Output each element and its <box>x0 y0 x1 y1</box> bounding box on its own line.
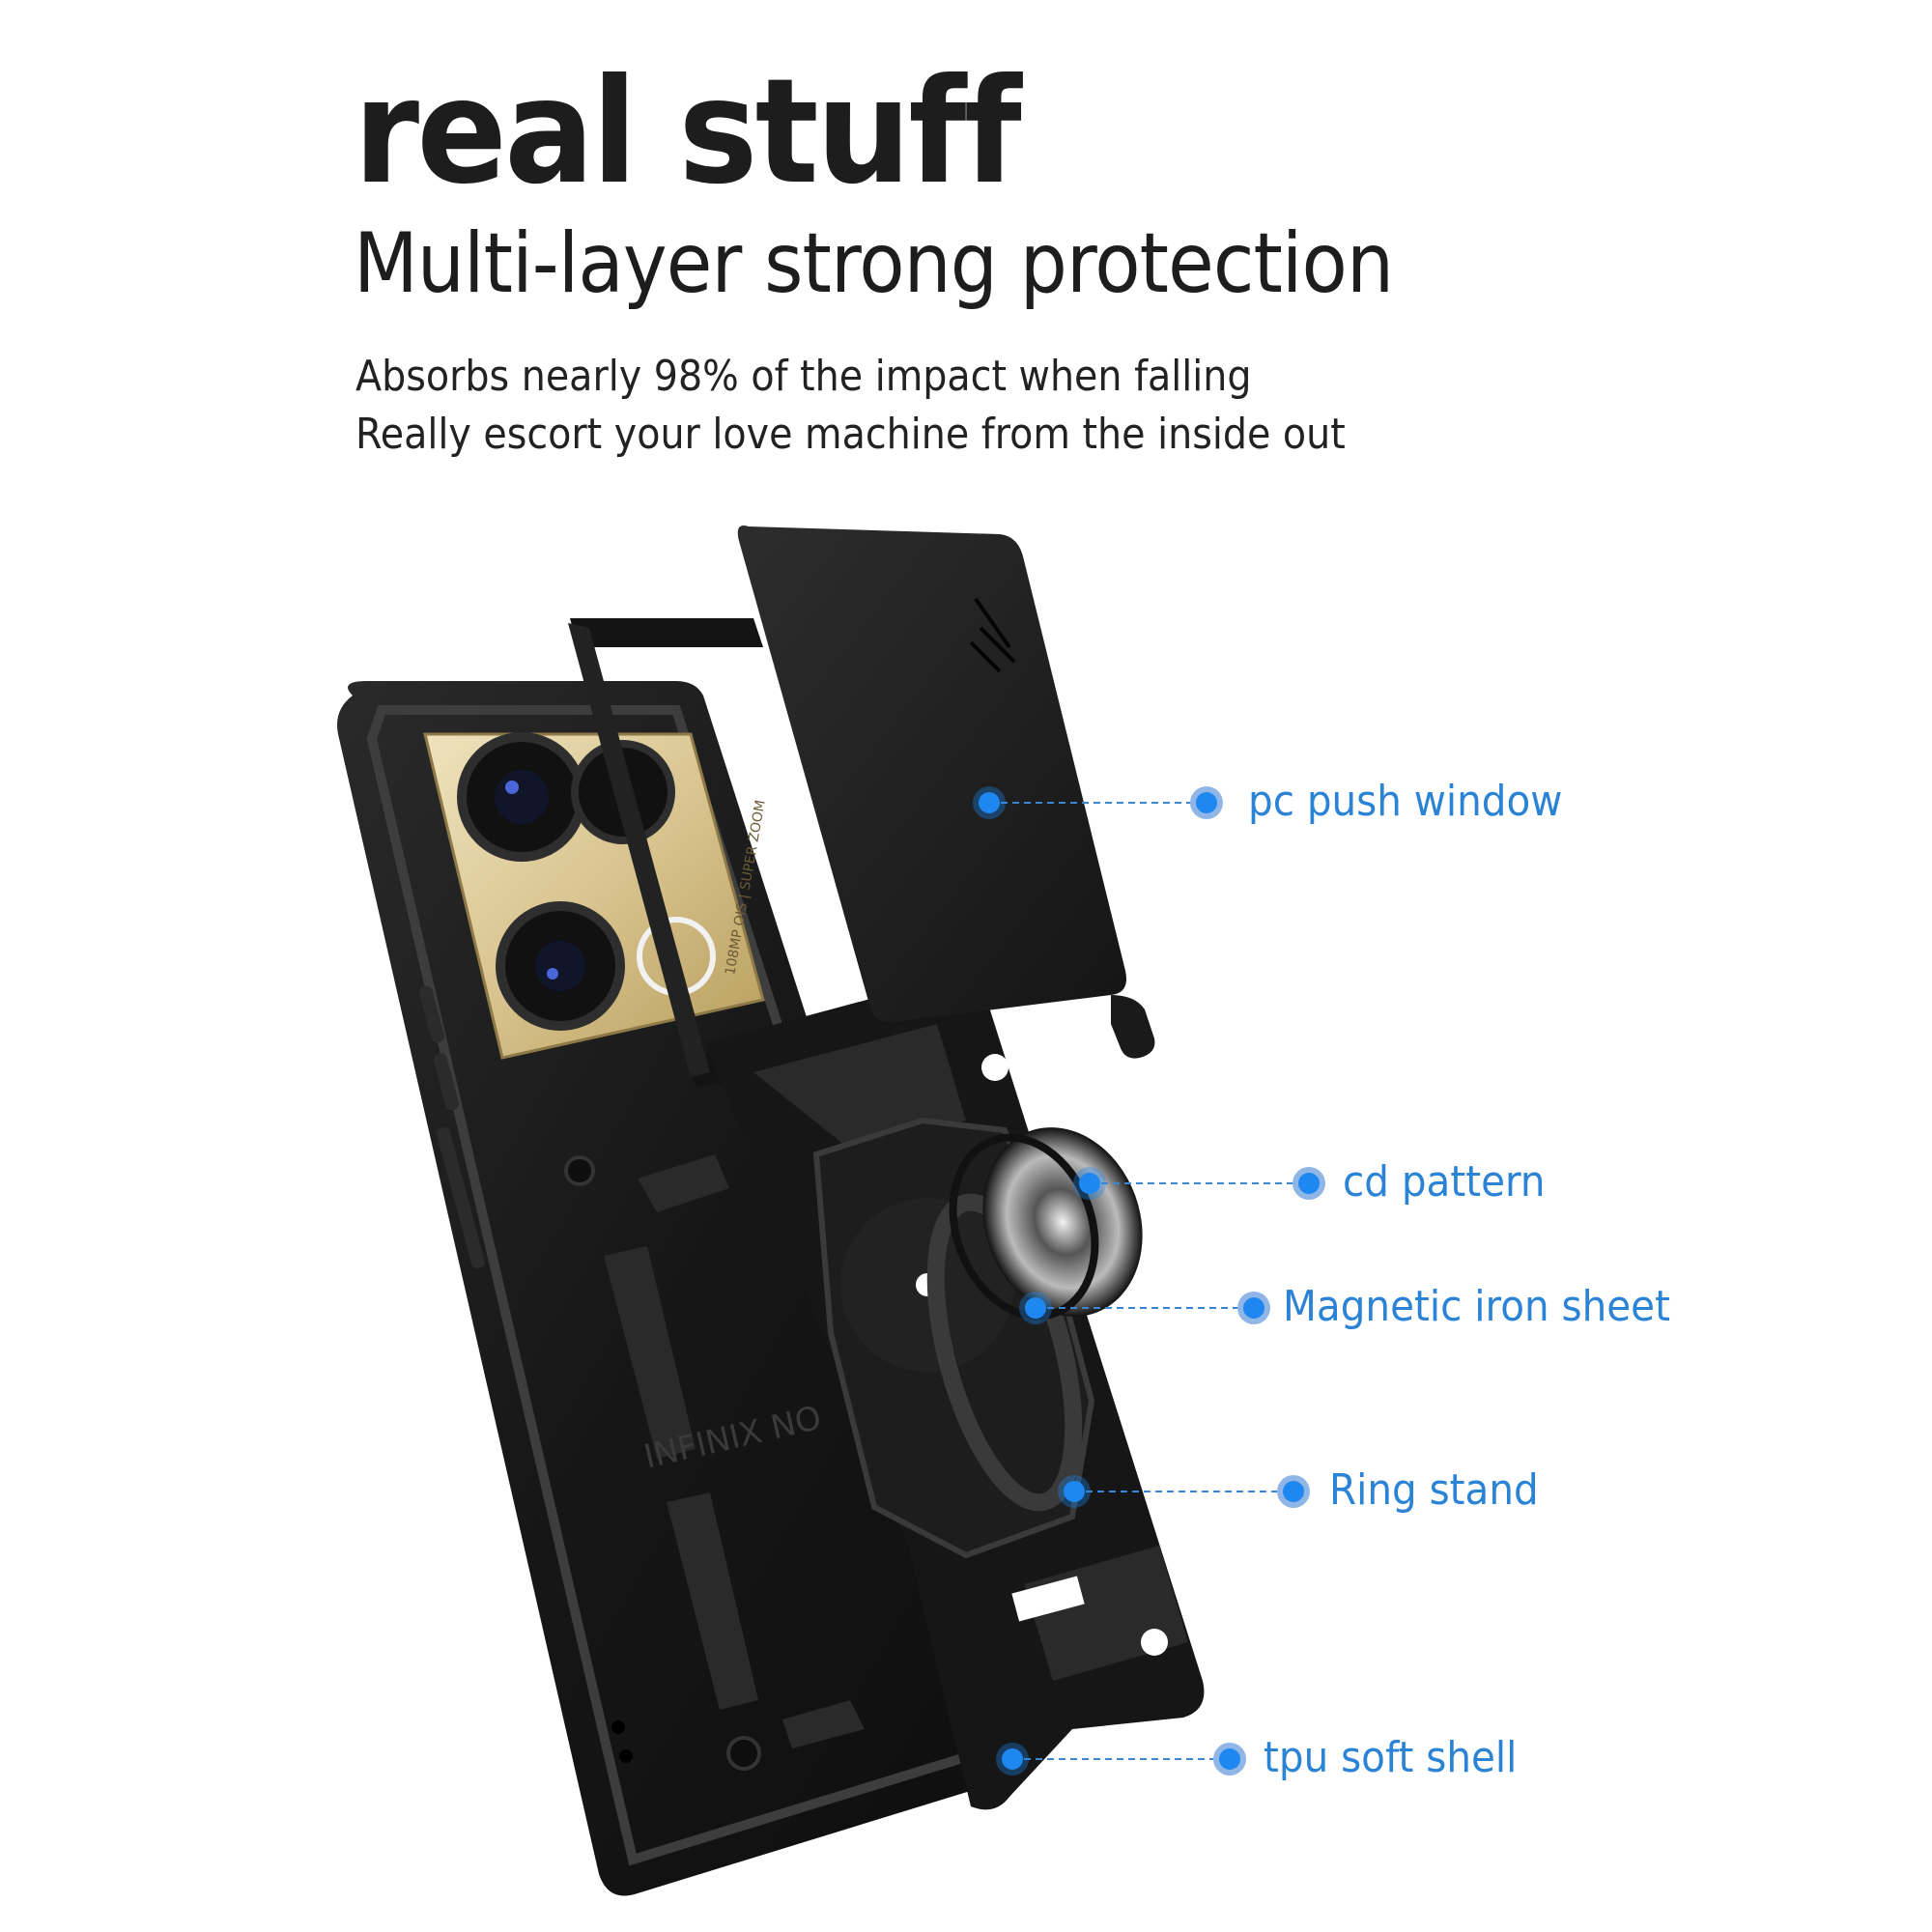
body-line-escort: Really escort your love machine from the… <box>355 410 1346 459</box>
pc-push-window <box>737 526 1155 1059</box>
dot-marker-icon <box>979 792 1000 813</box>
callout-start-dots <box>973 786 1106 1776</box>
dot-marker-icon <box>1196 792 1217 813</box>
dot-marker-icon <box>1298 1173 1320 1194</box>
callout-ring-stand: Ring stand <box>1329 1465 1539 1515</box>
callout-end-dots <box>1190 786 1325 1776</box>
dot-marker-icon <box>1025 1297 1046 1319</box>
dot-marker-icon <box>1219 1748 1240 1770</box>
dot-marker-icon <box>1243 1297 1264 1319</box>
callout-connectors <box>989 802 1309 1760</box>
dot-marker-icon <box>1002 1748 1023 1770</box>
cd-pattern-disc <box>949 1127 1143 1321</box>
callout-cd-pattern: cd pattern <box>1343 1157 1546 1207</box>
callout-magnetic-iron-sheet: Magnetic iron sheet <box>1283 1282 1670 1331</box>
dot-marker-icon <box>1283 1481 1304 1502</box>
headline: real stuff <box>354 48 1022 216</box>
subheadline: Multi-layer strong protection <box>354 215 1394 312</box>
callout-pc-push-window: pc push window <box>1248 777 1563 826</box>
callout-tpu-soft-shell: tpu soft shell <box>1264 1733 1518 1782</box>
dot-marker-icon <box>1079 1173 1100 1194</box>
body-line-impact: Absorbs nearly 98% of the impact when fa… <box>355 352 1252 401</box>
dot-marker-icon <box>1064 1481 1085 1502</box>
